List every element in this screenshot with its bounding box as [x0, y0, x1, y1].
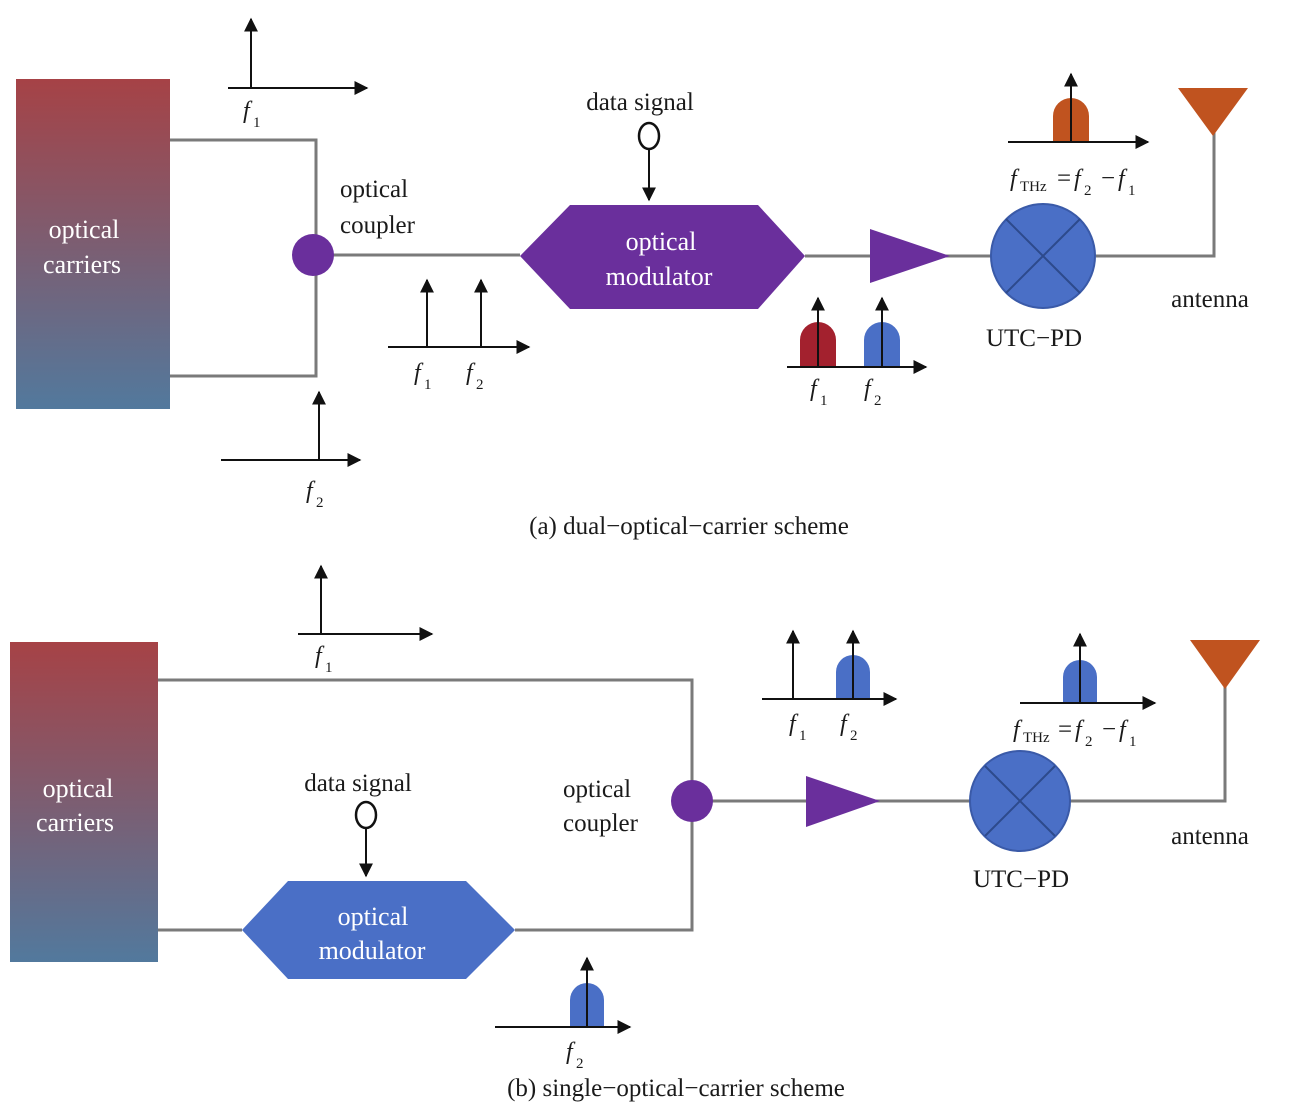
- pd-antenna-wire-b: [1070, 685, 1227, 803]
- label-f: f: [414, 360, 424, 386]
- coupler-label-line2-b: coupler: [563, 810, 639, 837]
- label-sub2: 2: [1085, 734, 1093, 750]
- optical-modulator-a: [520, 205, 805, 309]
- modulator-label-line1-b: optical: [338, 902, 409, 931]
- label-f: f: [566, 1039, 576, 1065]
- label-sub2: 2: [1084, 183, 1092, 199]
- label-f: f: [315, 643, 325, 669]
- label-f: f: [1010, 166, 1020, 192]
- label-f: f: [810, 376, 820, 402]
- optical-carriers-block-a: [16, 79, 170, 409]
- label-sub1: 1: [253, 115, 261, 131]
- label-sub1: 1: [325, 660, 333, 676]
- label-f: f: [243, 98, 253, 124]
- label-sub1: 1: [799, 728, 807, 744]
- label-f: f: [864, 376, 874, 402]
- spectrum-f1-top-b: f 1: [298, 564, 434, 676]
- label-sub1: 1: [424, 377, 432, 393]
- carriers-label-line1-b: optical: [43, 774, 114, 803]
- label-f: f: [789, 711, 799, 737]
- modulator-label-line2-a: modulator: [606, 262, 713, 291]
- carriers-label-line2-b: carriers: [36, 808, 114, 837]
- label-sub-thz: THz: [1020, 179, 1047, 195]
- data-signal-label-a: data signal: [586, 89, 694, 116]
- label-f: f: [1119, 717, 1129, 743]
- spectrum-thz-a: f THz = f 2 − f 1: [1008, 72, 1150, 199]
- carriers-label-line2-a: carriers: [43, 250, 121, 279]
- antenna-label-a: antenna: [1171, 286, 1249, 313]
- label-f: f: [466, 360, 476, 386]
- caption-a: (a) dual−optical−carrier scheme: [529, 513, 849, 540]
- photodiode-mixer-icon: [969, 750, 1071, 852]
- spectrum-f1-f2-b: f 1 f 2: [762, 629, 898, 744]
- antenna-icon: [1190, 640, 1260, 689]
- modulator-label-line2-b: modulator: [319, 936, 426, 965]
- modulator-label-line1-a: optical: [626, 227, 697, 256]
- pd-antenna-wire-a: [1096, 130, 1216, 258]
- photodiode-label-b: UTC−PD: [973, 866, 1069, 893]
- label-f: f: [1075, 717, 1085, 743]
- antenna-label-b: antenna: [1171, 823, 1249, 850]
- spectrum-f2-modulated-b: f 2: [495, 956, 632, 1072]
- label-sub1: 1: [820, 393, 828, 409]
- carriers-label-line1-a: optical: [49, 215, 120, 244]
- label-sub1: 1: [1129, 734, 1137, 750]
- data-signal-label-b: data signal: [304, 770, 412, 797]
- antenna-icon: [1178, 88, 1248, 136]
- spectrum-f1-f2-a: f 1 f 2: [388, 278, 531, 393]
- label-sub2: 2: [316, 495, 324, 511]
- photodiode-mixer-icon: [990, 203, 1096, 309]
- signal-source-icon: [637, 121, 661, 151]
- spectrum-f2-bottom-a: f 2: [221, 390, 362, 511]
- coupler-dot-icon: [671, 780, 713, 822]
- label-equals: =: [1058, 716, 1072, 743]
- amplifier-triangle-icon: [806, 776, 880, 827]
- optical-modulator-b: [242, 881, 515, 979]
- label-f: f: [306, 478, 316, 504]
- optical-carriers-block-b: [10, 642, 158, 962]
- label-f: f: [1118, 166, 1128, 192]
- diagram-b: optical carriers f 1 data signal optical…: [10, 564, 1260, 1102]
- label-f: f: [1074, 166, 1084, 192]
- label-sub2: 2: [576, 1056, 584, 1072]
- spectrum-modulated-a: f 1 f 2: [787, 296, 928, 409]
- label-sub2: 2: [874, 393, 882, 409]
- label-sub1: 1: [1128, 183, 1136, 199]
- caption-b: (b) single−optical−carrier scheme: [507, 1075, 845, 1102]
- photodiode-label-a: UTC−PD: [986, 325, 1082, 352]
- coupler-label-line1-a: optical: [340, 176, 408, 203]
- label-equals: =: [1057, 165, 1071, 192]
- amplifier-triangle-icon: [870, 229, 950, 283]
- spectrum-thz-b: f THz = f 2 − f 1: [1013, 632, 1157, 750]
- label-sub2: 2: [850, 728, 858, 744]
- coupler-label-line1-b: optical: [563, 776, 631, 803]
- label-sub2: 2: [476, 377, 484, 393]
- label-minus: −: [1102, 716, 1116, 743]
- diagram-a: optical carriers f 1 f 2 optical coupler…: [16, 17, 1249, 540]
- coupler-label-line2-a: coupler: [340, 212, 416, 239]
- coupler-dot-icon: [292, 234, 334, 276]
- label-sub-thz: THz: [1023, 730, 1050, 746]
- label-f: f: [1013, 717, 1023, 743]
- signal-source-icon: [354, 800, 378, 830]
- label-minus: −: [1101, 165, 1115, 192]
- spectrum-f1-top-a: f 1: [228, 17, 369, 131]
- label-f: f: [840, 711, 850, 737]
